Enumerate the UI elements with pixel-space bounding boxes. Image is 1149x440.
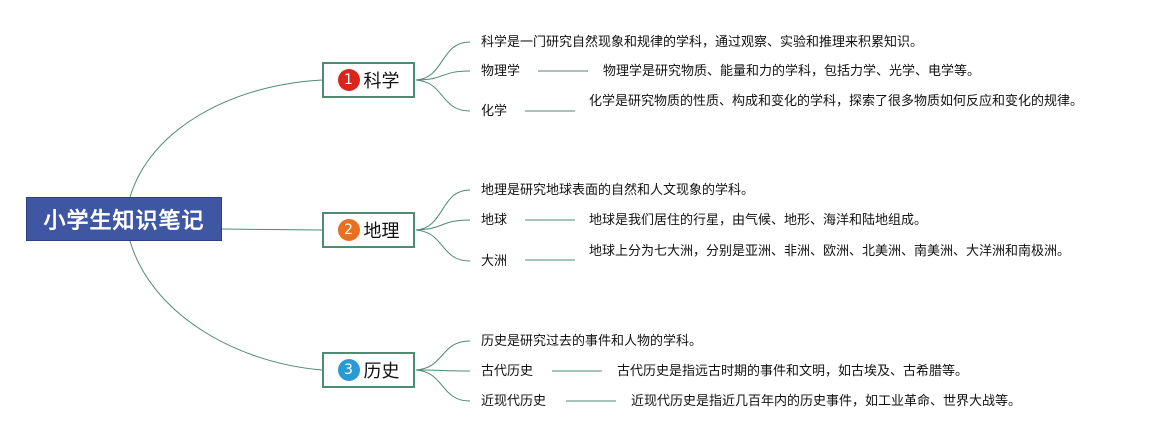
connector-history-ancient <box>415 369 471 372</box>
branch-label: 科学 <box>363 71 400 92</box>
chemistry-term[interactable]: 化学 <box>481 104 508 119</box>
number-badge-1: 1 <box>337 69 360 91</box>
history-summary-text[interactable]: 历史是研究过去的事件和人物的学科。 <box>481 334 703 349</box>
connector-history-summary <box>415 340 471 371</box>
connector-root-geography <box>221 228 323 231</box>
branch-node-history[interactable]: 3 历史 <box>322 352 415 388</box>
earth-description[interactable]: 地球是我们居住的行星，由气候、地形、海洋和陆地组成。 <box>589 213 928 228</box>
branch-label: 历史 <box>363 361 400 382</box>
chemistry-description[interactable]: 化学是研究物质的性质、构成和变化的学科，探索了很多物质如何反应和变化的规律。 <box>589 94 1084 109</box>
connector-geography-continents <box>415 229 471 262</box>
connector-history-modern <box>415 369 471 402</box>
branch-node-geography[interactable]: 2 地理 <box>322 212 415 248</box>
ancient-history-description[interactable]: 古代历史是指远古时期的事件和文明，如古埃及、古希腊等。 <box>617 364 969 379</box>
continents-description[interactable]: 地球上分为七大洲，分别是亚洲、非洲、欧洲、北美洲、南美洲、大洋洲和南极洲。 <box>589 244 1071 259</box>
ancient-history-term[interactable]: 古代历史 <box>481 364 534 379</box>
physics-term[interactable]: 物理学 <box>481 64 521 79</box>
science-summary-text[interactable]: 科学是一门研究自然现象和规律的学科，通过观察、实验和推理来积累知识。 <box>481 35 924 50</box>
branch-node-science[interactable]: 1 科学 <box>322 62 415 98</box>
modern-history-description[interactable]: 近现代历史是指近几百年内的历史事件，如工业革命、世界大战等。 <box>631 394 1022 409</box>
number-badge-3: 3 <box>337 359 360 381</box>
earth-term[interactable]: 地球 <box>481 213 508 228</box>
connector-geography-summary <box>415 189 471 231</box>
branch-label: 地理 <box>363 221 400 242</box>
connector-root-history <box>129 240 323 371</box>
physics-description[interactable]: 物理学是研究物质、能量和力的学科，包括力学、光学、电学等。 <box>603 64 981 79</box>
continents-term[interactable]: 大洲 <box>481 254 508 269</box>
connector-science-physics <box>415 70 471 81</box>
root-node-title[interactable]: 小学生知识笔记 <box>26 197 222 241</box>
modern-history-term[interactable]: 近现代历史 <box>481 394 547 409</box>
connector-geography-earth <box>415 219 471 231</box>
number-badge-2: 2 <box>337 219 360 241</box>
geography-summary-text[interactable]: 地理是研究地球表面的自然和人文现象的学科。 <box>481 183 755 198</box>
connector-science-summary <box>415 41 471 81</box>
connector-science-chemistry <box>415 79 471 112</box>
connector-root-science <box>129 79 323 198</box>
